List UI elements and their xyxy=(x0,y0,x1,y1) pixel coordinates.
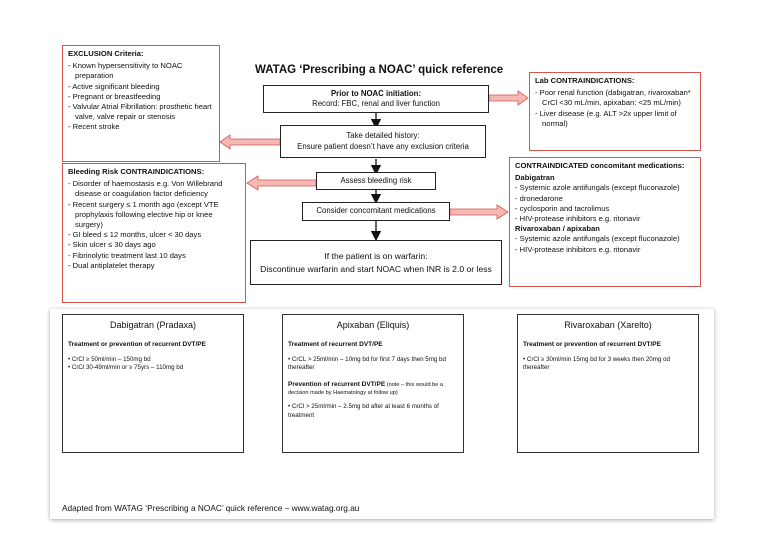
rivaroxaban-section: Treatment or prevention of recurrent DVT… xyxy=(523,341,661,349)
exclusion-criteria-box: EXCLUSION Criteria: - Known hypersensiti… xyxy=(62,45,220,162)
flow-step-warfarin: If the patient is on warfarin: Discontin… xyxy=(250,240,502,285)
apixaban-prevention-note: (note – this would be a decision made by… xyxy=(288,381,444,397)
flow-step-history: Take detailed history: Ensure patient do… xyxy=(280,125,486,158)
step1-text: Record: FBC, renal and liver function xyxy=(312,99,440,108)
step2-line1: Take detailed history: xyxy=(346,131,420,140)
concomitant-medications-box: CONTRAINDICATED concomitant medications:… xyxy=(509,157,701,287)
concomitant-item: - dronedarone xyxy=(515,193,563,203)
flow-step-concomitant: Consider concomitant medications xyxy=(302,202,450,221)
dabigatran-dose: • CrCl 30-49ml/min or ≥ 75yrs – 110mg bd xyxy=(68,364,184,372)
bleeding-risk-box: Bleeding Risk CONTRAINDICATIONS: - Disor… xyxy=(62,163,246,303)
exclusion-item: - Recent stroke xyxy=(68,122,120,132)
step4-text: Consider concomitant medications xyxy=(316,206,436,216)
step2-line2: Ensure patient doesn’t have any exclusio… xyxy=(297,141,469,151)
exclusion-heading: EXCLUSION Criteria: xyxy=(68,49,144,58)
red-arrow-to-bleeding xyxy=(246,175,317,191)
concomitant-item: - Systemic azole antifungals (except flu… xyxy=(515,234,680,244)
dabigatran-name: Dabigatran (Pradaxa) xyxy=(109,320,197,330)
bleeding-item: - Recent surgery ≤ 1 month ago (except V… xyxy=(68,199,219,230)
dabigatran-dose: • CrCl ≥ 50ml/min – 150mg bd xyxy=(68,355,151,363)
concomitant-heading: CONTRAINDICATED concomitant medications: xyxy=(515,161,685,170)
exclusion-item: - Active significant bleeding xyxy=(68,81,160,91)
apixaban-name: Apixaban (Eliquis) xyxy=(336,320,410,330)
red-arrow-to-concomitant xyxy=(449,204,509,220)
step1-title: Prior to NOAC initiation: xyxy=(330,88,422,98)
red-arrow-to-exclusion xyxy=(219,134,281,150)
concomitant-item: - Systemic azole antifungals (except flu… xyxy=(515,183,680,193)
page-title: WATAG ‘Prescribing a NOAC’ quick referen… xyxy=(255,64,504,76)
step3-text: Assess bleeding risk xyxy=(340,175,412,185)
bleeding-heading: Bleeding Risk CONTRAINDICATIONS: xyxy=(68,167,205,176)
apixaban-section-prevention: Prevention of recurrent DVT/PE (note – t… xyxy=(288,381,458,398)
concomitant-item: - cyclosporin and tacrolimus xyxy=(515,203,610,213)
rivaroxaban-name: Rivaroxaban (Xarelto) xyxy=(564,320,652,330)
dabigatran-card: Dabigatran (Pradaxa) Treatment or preven… xyxy=(62,314,244,453)
apixaban-section-treatment: Treatment of recurrent DVT/PE xyxy=(288,341,383,349)
apixaban-dose: • CrCL > 25ml/min – 10mg bd for first 7 … xyxy=(288,355,446,372)
step5-line2: Discontinue warfarin and start NOAC when… xyxy=(260,263,492,274)
lab-heading: Lab CONTRAINDICATIONS: xyxy=(535,76,635,85)
red-arrow-to-lab xyxy=(488,90,529,106)
concomitant-item: - HIV-protease inhibitors e.g. ritonavir xyxy=(515,244,641,254)
rivaroxaban-dose: • CrCl ≥ 30ml/min 15mg bd for 3 weeks th… xyxy=(523,355,670,372)
apixaban-card: Apixaban (Eliquis) Treatment of recurren… xyxy=(282,314,464,453)
apixaban-prevention-title: Prevention of recurrent DVT/PE xyxy=(288,380,386,388)
rivaroxaban-card: Rivaroxaban (Xarelto) Treatment or preve… xyxy=(517,314,699,453)
concomitant-item: - HIV-protease inhibitors e.g. ritonavir xyxy=(515,214,641,224)
bleeding-item: - GI bleed ≤ 12 months, ulcer < 30 days xyxy=(68,230,202,240)
bleeding-item: - Disorder of haemostasis e.g. Von Wille… xyxy=(68,179,223,199)
bleeding-item: - Dual antiplatelet therapy xyxy=(68,260,155,270)
concomitant-rivaroxaban-heading: Rivaroxaban / apixaban xyxy=(515,224,600,234)
flow-step-prior-initiation: Prior to NOAC initiation: Record: FBC, r… xyxy=(263,85,489,113)
exclusion-item: - Valvular Atrial Fibrillation: prosthet… xyxy=(68,102,212,122)
apixaban-dose: • CrCl > 25ml/min – 2.5mg bd after at le… xyxy=(288,403,439,419)
dabigatran-section: Treatment or prevention of recurrent DVT… xyxy=(68,341,206,349)
step5-line1: If the patient is on warfarin: xyxy=(324,250,428,261)
lab-contraindications-box: Lab CONTRAINDICATIONS: - Poor renal func… xyxy=(529,72,701,151)
bleeding-item: - Fibrinolytic treatment last 10 days xyxy=(68,250,186,260)
exclusion-item: - Known hypersensitivity to NOAC prepara… xyxy=(68,61,183,81)
flow-step-bleeding-risk: Assess bleeding risk xyxy=(316,172,436,190)
footer-credit: Adapted from WATAG ‘Prescribing a NOAC’ … xyxy=(62,503,360,513)
concomitant-dabigatran-heading: Dabigatran xyxy=(515,173,555,183)
lab-item: - Poor renal function (dabigatran, rivar… xyxy=(535,88,691,108)
lab-item: - Liver disease (e.g. ALT >2x upper limi… xyxy=(535,108,677,128)
exclusion-item: - Pregnant or breastfeeding xyxy=(68,91,161,101)
bleeding-item: - Skin ulcer ≤ 30 days ago xyxy=(68,240,156,250)
